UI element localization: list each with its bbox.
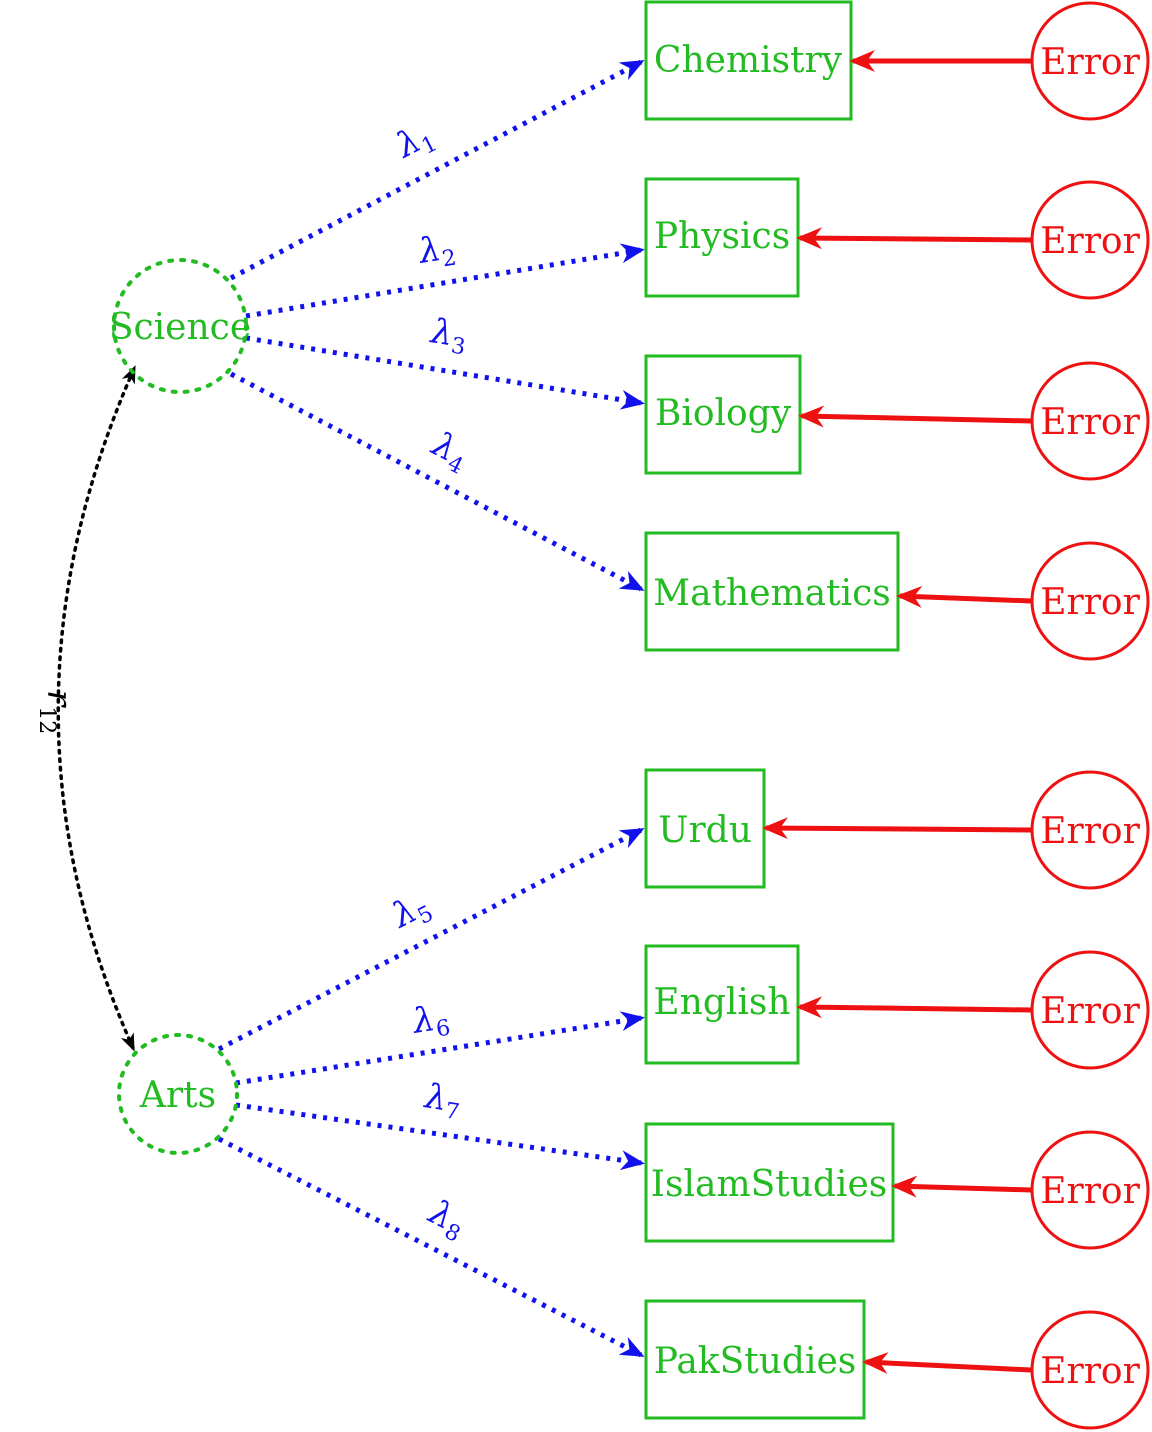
indicator-label-physics: Physics [654,216,790,257]
error-label-6: Error [1040,991,1140,1032]
latent-arts-label: Arts [139,1075,216,1116]
indicator-label-chemistry: Chemistry [654,40,843,81]
loading-label-6: λ6 [408,997,452,1046]
error-arrow-2 [796,227,1032,250]
loading-label-4: λ4 [422,423,475,479]
indicator-label-urdu: Urdu [658,810,752,851]
error-label-3: Error [1040,402,1140,443]
error-circle-2 [1030,180,1150,300]
loading-arrow-4 [229,371,645,592]
error-arrow-5 [762,817,1032,840]
latent-science: Science [109,258,251,394]
indicator-label-mathematics: Mathematics [653,573,891,614]
loading-arrow-6 [235,1011,645,1086]
error-arrow-6 [796,996,1032,1019]
error-circle-7 [1030,1130,1150,1250]
error-circle-8 [1030,1310,1150,1430]
indicator-label-islamstudies: IslamStudies [651,1164,887,1205]
loading-label-2: λ2 [414,227,458,276]
loading-arrow-7 [235,1102,645,1171]
error-label-7: Error [1040,1171,1140,1212]
loading-label-8: λ8 [419,1191,472,1247]
correlation-arc: r12 [34,365,136,1052]
loading-label-5: λ5 [384,884,437,940]
loading-arrow-5 [217,827,645,1052]
error-circle-4 [1030,541,1150,661]
indicator-label-pakstudies: PakStudies [654,1341,857,1382]
correlation-label: r12 [34,690,79,734]
indicator-label-english: English [653,982,790,1023]
error-circle-1 [1030,1,1150,121]
error-circles [1030,1,1150,1430]
error-label-4: Error [1040,582,1140,623]
latent-arts: Arts [117,1033,239,1155]
latent-science-label: Science [109,307,251,348]
error-arrows [762,50,1032,1375]
error-label-5: Error [1040,811,1140,852]
loading-arrow-3 [245,335,645,410]
error-label-2: Error [1040,221,1140,262]
loading-label-7: λ7 [420,1076,464,1125]
correlation-symbol: r [39,690,79,708]
correlation-subscript: 12 [34,706,59,734]
loading-arrow-8 [217,1136,645,1358]
indicator-label-biology: Biology [655,393,792,434]
error-circle-6 [1030,950,1150,1070]
error-labels: Error Error Error Error Error Error Erro… [1040,42,1140,1392]
indicators [644,0,900,1420]
error-arrow-3 [798,405,1032,428]
error-arrow-4 [896,585,1032,608]
error-label-8: Error [1040,1351,1140,1392]
loading-arrow-2 [245,243,645,319]
loading-label-1: λ1 [388,114,441,170]
indicator-labels: Chemistry Physics Biology Mathematics Ur… [651,40,891,1382]
error-arrow-8 [862,1352,1032,1375]
loading-arrows [217,59,645,1358]
error-circle-5 [1030,770,1150,890]
error-circle-3 [1030,361,1150,481]
loading-labels: λ1 λ2 λ3 λ4 λ5 λ6 λ7 λ8 [384,114,475,1248]
error-arrow-7 [891,1175,1032,1198]
error-label-1: Error [1040,42,1140,83]
loading-label-3: λ3 [426,311,470,360]
loading-arrow-1 [229,59,645,281]
